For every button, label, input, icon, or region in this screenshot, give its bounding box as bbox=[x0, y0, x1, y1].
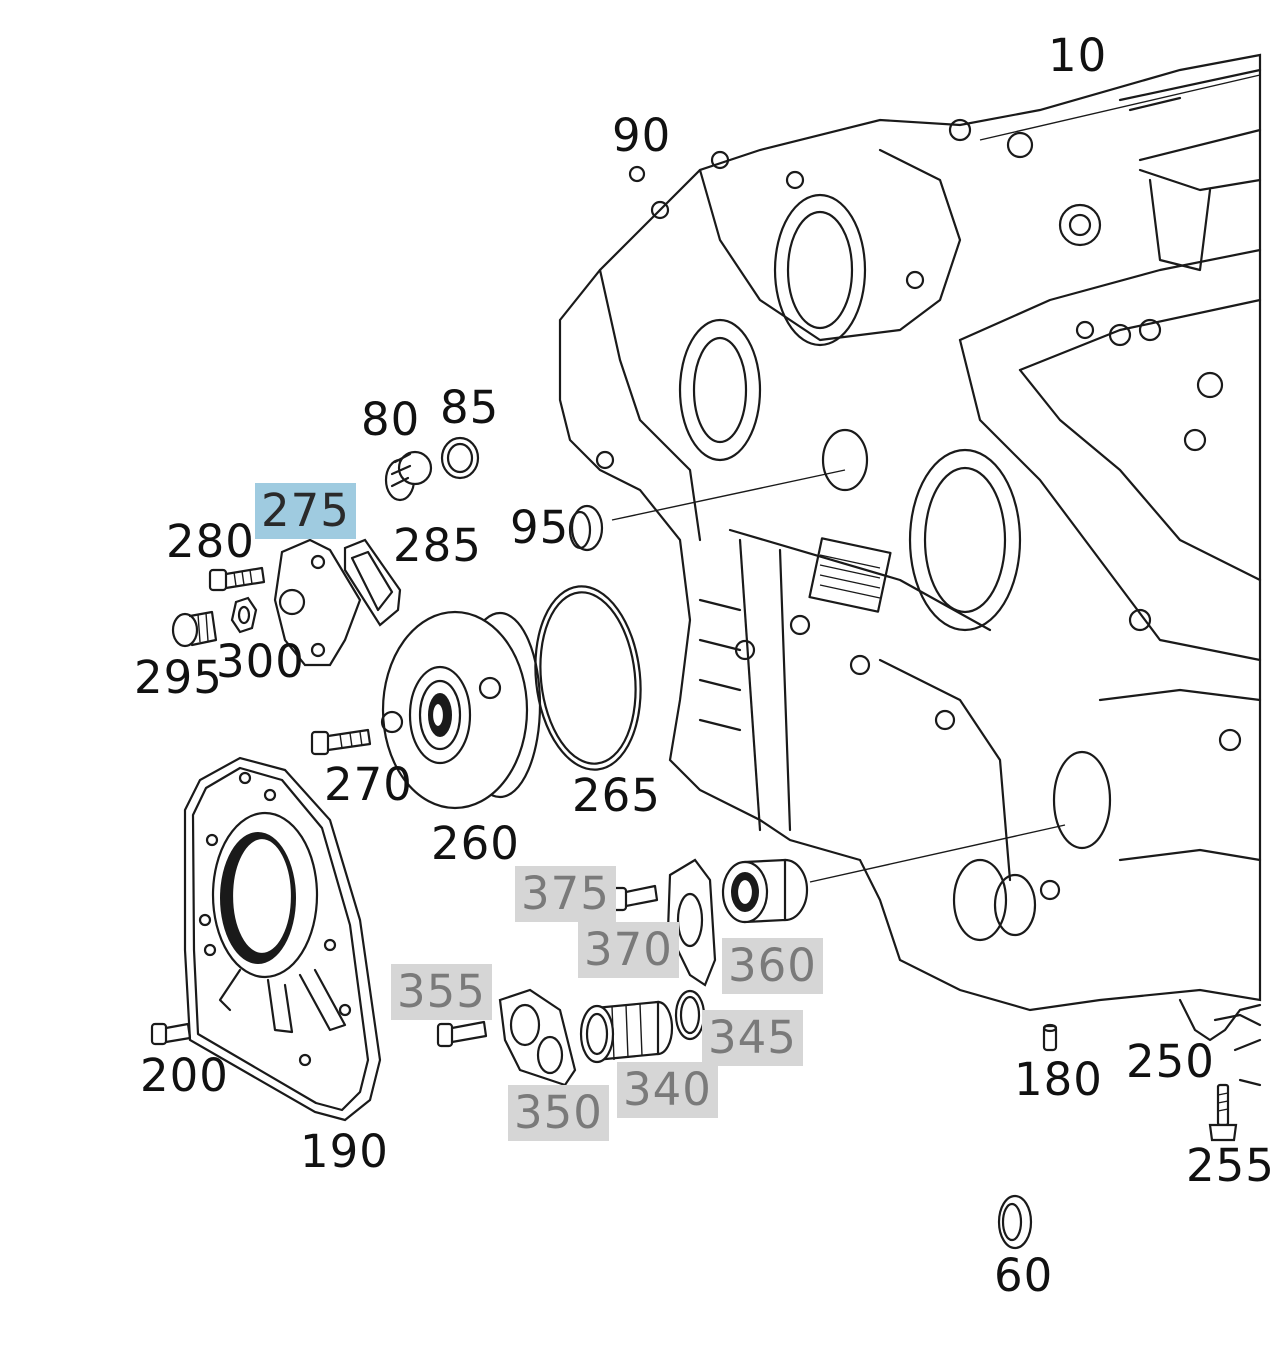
callout-300[interactable]: 300 bbox=[216, 635, 305, 688]
callout-375[interactable]: 375 bbox=[515, 866, 616, 922]
part-275-flange bbox=[273, 538, 362, 667]
callout-350[interactable]: 350 bbox=[508, 1085, 609, 1141]
callout-85[interactable]: 85 bbox=[440, 381, 500, 434]
part-200-bolt bbox=[150, 1022, 192, 1046]
part-180-pin bbox=[1042, 1023, 1058, 1052]
callout-80[interactable]: 80 bbox=[361, 393, 421, 446]
part-375-bolt bbox=[610, 884, 659, 912]
part-270-bolt bbox=[310, 728, 372, 756]
part-255-bolt bbox=[1208, 1083, 1238, 1142]
part-250-bracket bbox=[1178, 998, 1262, 1087]
callout-60[interactable]: 60 bbox=[994, 1249, 1054, 1302]
callout-250[interactable]: 250 bbox=[1126, 1035, 1215, 1088]
engine-block bbox=[558, 53, 1262, 1012]
part-265-o-ring bbox=[534, 585, 642, 771]
callout-285[interactable]: 285 bbox=[393, 519, 482, 572]
callout-370[interactable]: 370 bbox=[578, 922, 679, 978]
part-95-seal bbox=[568, 469, 846, 552]
callout-90[interactable]: 90 bbox=[612, 109, 672, 162]
callout-95[interactable]: 95 bbox=[510, 501, 570, 554]
callout-200[interactable]: 200 bbox=[140, 1049, 229, 1102]
part-260-cover bbox=[380, 610, 542, 810]
part-345-ring bbox=[674, 989, 706, 1041]
part-370-gasket bbox=[666, 858, 717, 987]
part-90-washer bbox=[628, 165, 646, 183]
callout-275[interactable]: 275 bbox=[255, 483, 356, 539]
part-360-sleeve bbox=[721, 824, 1066, 924]
part-295-plug bbox=[171, 610, 218, 648]
part-350-gasket bbox=[498, 988, 577, 1087]
part-300-nut bbox=[230, 596, 258, 634]
callout-270[interactable]: 270 bbox=[324, 758, 413, 811]
part-285-gasket bbox=[343, 538, 402, 627]
callout-345[interactable]: 345 bbox=[702, 1010, 803, 1066]
callout-190[interactable]: 190 bbox=[300, 1125, 389, 1178]
part-80-plug bbox=[384, 450, 433, 502]
callout-340[interactable]: 340 bbox=[617, 1062, 718, 1118]
callout-355[interactable]: 355 bbox=[391, 964, 492, 1020]
part-85-seal-ring bbox=[440, 436, 480, 480]
callout-260[interactable]: 260 bbox=[431, 817, 520, 870]
part-280-bolt bbox=[208, 566, 266, 592]
callout-295[interactable]: 295 bbox=[134, 651, 223, 704]
part-190-cover-plate bbox=[183, 756, 382, 1122]
callout-255[interactable]: 255 bbox=[1186, 1139, 1275, 1192]
callout-180[interactable]: 180 bbox=[1014, 1053, 1103, 1106]
part-60-seal bbox=[997, 1194, 1033, 1250]
callout-280[interactable]: 280 bbox=[166, 515, 255, 568]
part-355-bolt bbox=[436, 1020, 488, 1048]
callout-10[interactable]: 10 bbox=[1048, 29, 1108, 82]
part-340-sleeve bbox=[579, 1000, 674, 1064]
callout-360[interactable]: 360 bbox=[722, 938, 823, 994]
callout-265[interactable]: 265 bbox=[572, 769, 661, 822]
